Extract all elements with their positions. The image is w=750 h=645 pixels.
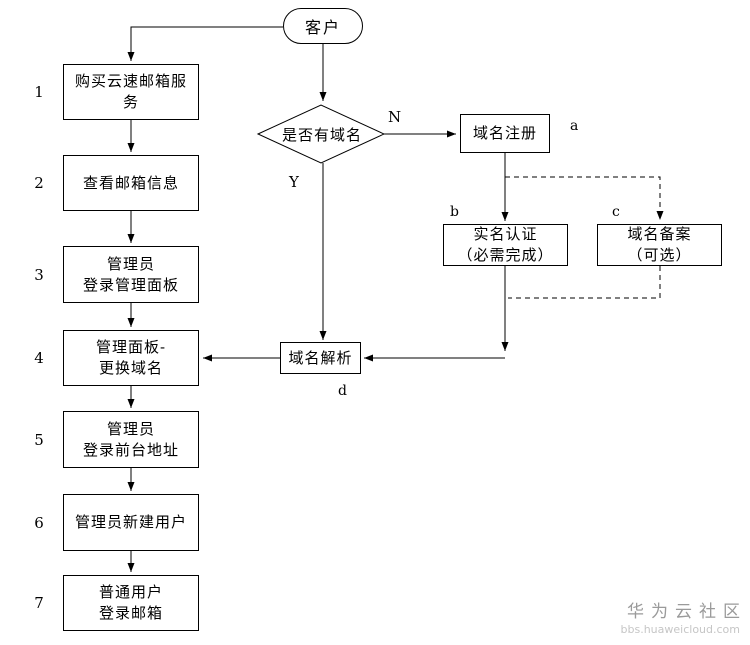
decision-label: 是否有域名 [281,125,362,144]
step-number-3: 3 [34,266,44,284]
step-box-view-mail-info: 查看邮箱信息 [63,155,199,211]
tag-c: c [612,204,620,220]
start-node-label: 客户 [304,18,341,37]
branch-label-yes: Y [289,173,299,191]
step-box-panel-change-domain: 管理面板- 更换域名 [63,330,199,386]
line-filing-merge-dashed [508,266,661,299]
tag-a: a [570,118,579,134]
step-number-5: 5 [34,431,44,449]
watermark-url: bbs.huaweicloud.com [620,623,740,636]
step-box-admin-login-frontend: 管理员 登录前台地址 [63,411,199,468]
step-number-2: 2 [34,174,44,192]
step-box-buy-mail-service: 购买云速邮箱服 务 [63,64,199,120]
node-label: 实名认证 （必需完成） [457,225,554,264]
node-realname-auth: 实名认证 （必需完成） [443,224,568,266]
step-label: 查看邮箱信息 [82,173,179,192]
tag-b: b [450,204,459,220]
step-number-1: 1 [34,83,44,101]
watermark-title: 华为云社区 [627,602,747,622]
node-label: 域名注册 [472,124,537,142]
branch-label-no: N [388,108,402,126]
arrow-start-to-step1 [127,26,283,61]
step-box-admin-login-panel: 管理员 登录管理面板 [63,246,199,303]
step-label: 管理员新建用户 [74,513,187,531]
step-number-6: 6 [34,514,44,532]
step-box-user-login-mail: 普通用户 登录邮箱 [63,575,199,631]
step-number-7: 7 [34,594,44,612]
decision-diamond-shape [256,104,386,164]
step-label: 管理员 登录前台地址 [82,419,179,459]
node-label: 域名解析 [288,348,353,367]
step-box-admin-create-user: 管理员新建用户 [63,494,199,551]
step-label: 购买云速邮箱服 务 [74,72,187,111]
arrow-register-to-filing-dashed [505,176,664,220]
watermark: 华为云社区 bbs.huaweicloud.com [621,597,740,636]
step-label: 管理员 登录管理面板 [82,254,179,294]
start-node-customer: 客户 [283,8,363,44]
node-label: 域名备案 （可选） [627,225,692,264]
node-domain-register: 域名注册 [460,114,550,153]
node-domain-resolve: 域名解析 [280,342,361,374]
step-label: 管理面板- 更换域名 [95,338,167,377]
node-domain-filing: 域名备案 （可选） [597,224,722,266]
tag-d: d [338,383,347,399]
step-number-4: 4 [34,349,44,367]
step-label: 普通用户 登录邮箱 [98,583,163,622]
